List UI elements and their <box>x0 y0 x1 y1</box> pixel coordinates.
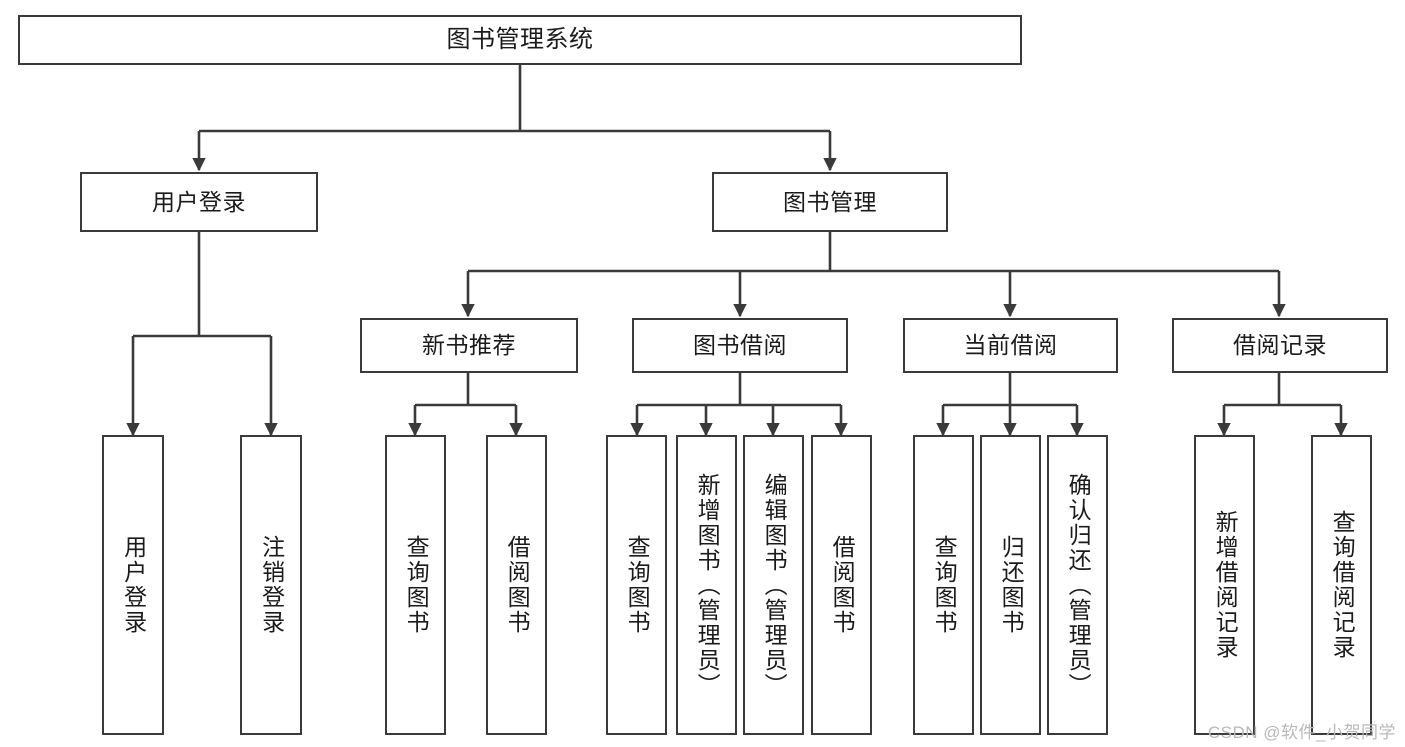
node-new-book-recommend[interactable]: 新书推荐 <box>360 318 578 373</box>
leaf-return-book[interactable]: 归还图书 <box>980 435 1041 735</box>
leaf-edit-book-admin[interactable]: 编辑图书（管理员） <box>743 435 804 735</box>
leaf-confirm-return-admin[interactable]: 确认归还（管理员） <box>1047 435 1108 735</box>
node-label: 查询图书 <box>403 535 430 635</box>
node-label: 新增图书（管理员） <box>694 472 721 698</box>
node-root-book-management-system[interactable]: 图书管理系统 <box>18 15 1022 65</box>
node-label: 新增借阅记录 <box>1212 510 1239 660</box>
leaf-query-book-1[interactable]: 查询图书 <box>385 435 446 735</box>
node-label: 用户登录 <box>120 535 147 635</box>
node-book-manage[interactable]: 图书管理 <box>712 172 948 232</box>
node-label: 查询图书 <box>624 535 651 635</box>
node-label: 用户登录 <box>152 188 246 215</box>
node-label: 确认归还（管理员） <box>1065 472 1092 698</box>
node-label: 编辑图书（管理员） <box>761 472 788 698</box>
node-label: 借阅图书 <box>829 535 856 635</box>
leaf-add-book-admin[interactable]: 新增图书（管理员） <box>676 435 737 735</box>
leaf-add-borrow-record[interactable]: 新增借阅记录 <box>1194 435 1255 735</box>
leaf-query-book-3[interactable]: 查询图书 <box>913 435 974 735</box>
leaf-user-login-do[interactable]: 用户登录 <box>102 435 164 735</box>
node-label: 归还图书 <box>998 535 1025 635</box>
node-label: 当前借阅 <box>963 332 1058 358</box>
leaf-query-book-2[interactable]: 查询图书 <box>606 435 667 735</box>
node-label: 借阅记录 <box>1233 332 1327 358</box>
node-book-borrow[interactable]: 图书借阅 <box>632 318 848 373</box>
node-borrow-record[interactable]: 借阅记录 <box>1172 318 1388 373</box>
leaf-borrow-book-2[interactable]: 借阅图书 <box>811 435 872 735</box>
node-label: 查询图书 <box>931 535 958 635</box>
node-label: 借阅图书 <box>504 535 531 635</box>
node-user-login[interactable]: 用户登录 <box>80 172 318 232</box>
node-label: 图书借阅 <box>693 332 787 358</box>
node-label: 图书管理系统 <box>446 26 594 53</box>
node-current-borrow[interactable]: 当前借阅 <box>903 318 1118 373</box>
leaf-query-borrow-record[interactable]: 查询借阅记录 <box>1311 435 1372 735</box>
node-label: 新书推荐 <box>422 332 516 358</box>
node-label: 查询借阅记录 <box>1329 510 1356 660</box>
node-label: 注销登录 <box>258 535 285 635</box>
leaf-borrow-book-1[interactable]: 借阅图书 <box>486 435 547 735</box>
node-label: 图书管理 <box>783 188 877 215</box>
leaf-user-logout[interactable]: 注销登录 <box>240 435 302 735</box>
